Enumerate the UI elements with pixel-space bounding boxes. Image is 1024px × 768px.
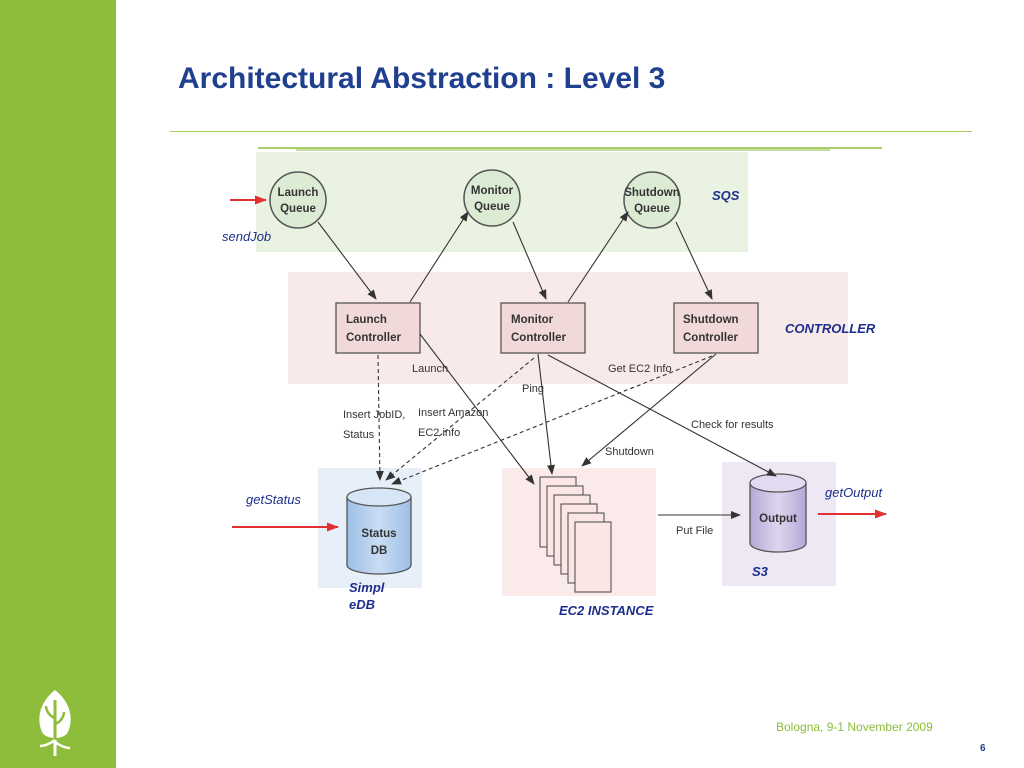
simpledb-label-1: Simpl: [349, 580, 385, 595]
launch-controller-label-2: Controller: [346, 332, 401, 344]
status-db-label-1: Status: [361, 528, 396, 540]
shutdown-controller-label-2: Controller: [683, 332, 738, 344]
output-label: Output: [759, 513, 797, 525]
footer-date: Bologna, 9-1 November 2009: [776, 720, 933, 734]
edge-launchcontroller-to-monitorqueue: [409, 211, 469, 303]
controller-label: CONTROLLER: [785, 321, 876, 336]
sqs-label: SQS: [712, 188, 740, 203]
get-status-label: getStatus: [246, 492, 301, 507]
monitor-queue-label-1: Monitor: [471, 185, 514, 197]
monitor-controller-label-1: Monitor: [511, 314, 554, 326]
edge-label-insert-amazon-2: EC2 info: [418, 427, 460, 439]
monitor-controller-label-2: Controller: [511, 332, 566, 344]
edge-label-put-file: Put File: [676, 525, 713, 537]
monitor-queue-label-2: Queue: [474, 201, 510, 213]
edge-label-shutdown: Shutdown: [605, 446, 654, 458]
sidebar: [0, 0, 116, 768]
s3-label: S3: [752, 564, 769, 579]
sprout-icon: [39, 690, 71, 756]
simpledb-label-2: eDB: [349, 597, 375, 612]
ec2-instances: [539, 476, 612, 593]
shutdown-queue: Shutdown Queue: [623, 171, 681, 229]
launch-controller-label-1: Launch: [346, 314, 387, 326]
edge-label-insert-jobid-1: Insert JobID,: [343, 409, 405, 421]
edge-label-insert-amazon-1: Insert Amazon: [418, 407, 488, 419]
status-db: Status DB: [346, 487, 412, 575]
edge-shutdown: [581, 353, 717, 467]
ec2-instance-label: EC2 INSTANCE: [559, 603, 654, 618]
monitor-queue: Monitor Queue: [463, 169, 521, 227]
edge-monitorcontroller-to-shutdownqueue: [567, 211, 629, 303]
shutdown-controller: Shutdown Controller: [673, 302, 759, 354]
edge-check-for-results: [547, 354, 777, 477]
edge-get-ec2-info: [391, 355, 713, 485]
status-db-label-2: DB: [371, 545, 388, 557]
monitor-controller: Monitor Controller: [500, 302, 586, 354]
edge-launch: [419, 333, 535, 485]
launch-queue-label-2: Queue: [280, 203, 316, 215]
edge-insert-amazon: [385, 357, 535, 481]
launch-queue: Launch Queue: [269, 171, 327, 229]
launch-controller: Launch Controller: [335, 302, 421, 354]
edge-launchqueue-to-launchcontroller: [317, 221, 377, 300]
page-number: 6: [980, 743, 986, 754]
slide-title: Architectural Abstraction : Level 3: [178, 62, 666, 95]
edge-ping: [537, 353, 555, 475]
send-job-label: sendJob: [222, 229, 271, 244]
output-store: Output: [749, 473, 807, 553]
shutdown-queue-label-1: Shutdown: [624, 187, 680, 199]
edge-label-get-ec2-info: Get EC2 Info: [608, 363, 672, 375]
edge-label-insert-jobid-2: Status: [343, 429, 375, 441]
title-rule: [170, 131, 972, 132]
edge-monitorqueue-to-monitorcontroller: [512, 221, 547, 300]
edge-label-check-results: Check for results: [691, 419, 774, 431]
edge-label-launch: Launch: [412, 363, 448, 375]
edge-label-ping: Ping: [522, 383, 544, 395]
edge-shutdownqueue-to-shutdowncontroller: [675, 221, 713, 300]
get-output-label: getOutput: [825, 485, 883, 500]
shutdown-controller-label-1: Shutdown: [683, 314, 739, 326]
launch-queue-label-1: Launch: [278, 187, 319, 199]
shutdown-queue-label-2: Queue: [634, 203, 670, 215]
